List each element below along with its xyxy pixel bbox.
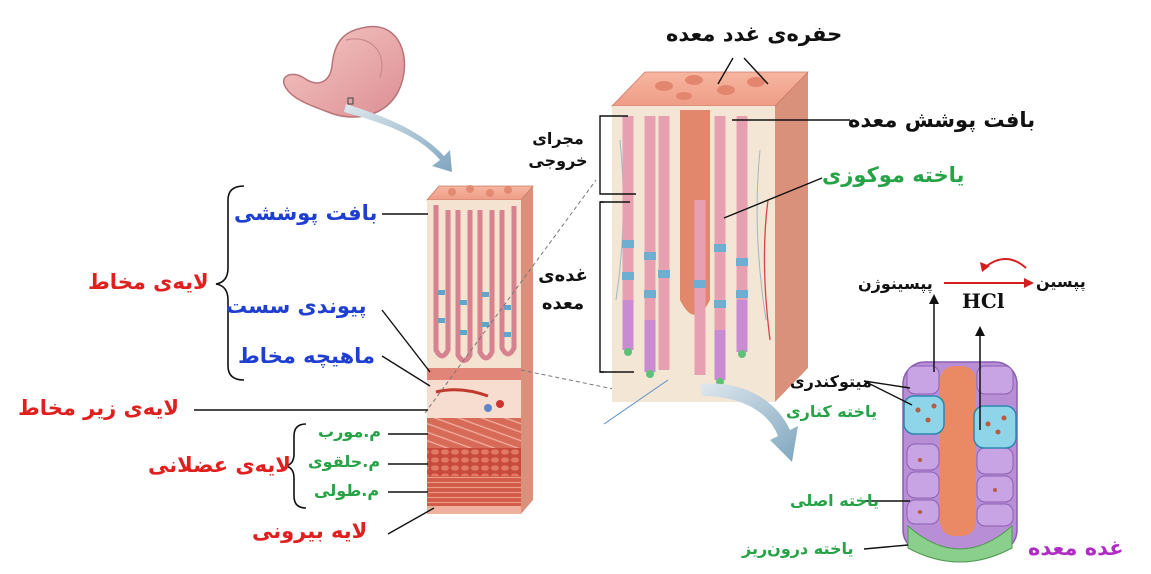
muscularis-mucosa-label: ماهیچه مخاط: [238, 346, 375, 367]
gastric-pits-label: حفره‌ی غدد معده: [666, 24, 842, 45]
submucosa-layer-label: لایه‌ی زیر مخاط: [18, 398, 179, 419]
curved-arrow-icon: [344, 104, 452, 172]
stomach-wall-block-right: [612, 72, 808, 402]
oblique-muscle-label: م.مورب: [318, 424, 381, 440]
endocrine-cell-label: یاخته درون‌ریز: [742, 541, 854, 557]
muscular-layer-label: لایه‌ی عضلانی: [148, 455, 291, 476]
zoom-arrow-icon: [700, 384, 798, 462]
gastric-gland-zoom: [903, 362, 1017, 562]
epithelial-tissue-label: بافت پوششی: [234, 203, 377, 224]
pepsinogen-label: پپسینوژن: [858, 276, 933, 292]
chief-cell-label: یاخته اصلی: [790, 493, 879, 509]
parietal-cell-label: یاخته کناری: [786, 404, 877, 420]
mitochondria-label: میتوکندری: [790, 374, 872, 390]
outer-layer-label: لایه بیرونی: [252, 521, 367, 542]
pepsin-label: پپسین: [1036, 274, 1086, 290]
hcl-label: HCl: [962, 291, 1004, 311]
stomach-icon: [284, 26, 405, 117]
gastric-gland-title: غده معده: [1028, 538, 1124, 559]
loose-connective-label: پیوندی سست: [226, 296, 366, 317]
gastric-gland-column-label: غده‌ی معده: [530, 262, 596, 318]
mucosa-layer-label: لایه‌ی مخاط: [88, 272, 209, 293]
longitudinal-muscle-label: م.طولی: [314, 483, 379, 499]
stomach-wall-block-left: [427, 185, 533, 514]
gastric-epithelium-label: بافت پوشش معده: [848, 110, 1035, 131]
exit-duct-label: مجرای خروجی: [520, 128, 596, 173]
mucous-cell-label: یاخته موکوزی: [822, 165, 964, 186]
circular-muscle-label: م.حلقوی: [308, 454, 380, 470]
